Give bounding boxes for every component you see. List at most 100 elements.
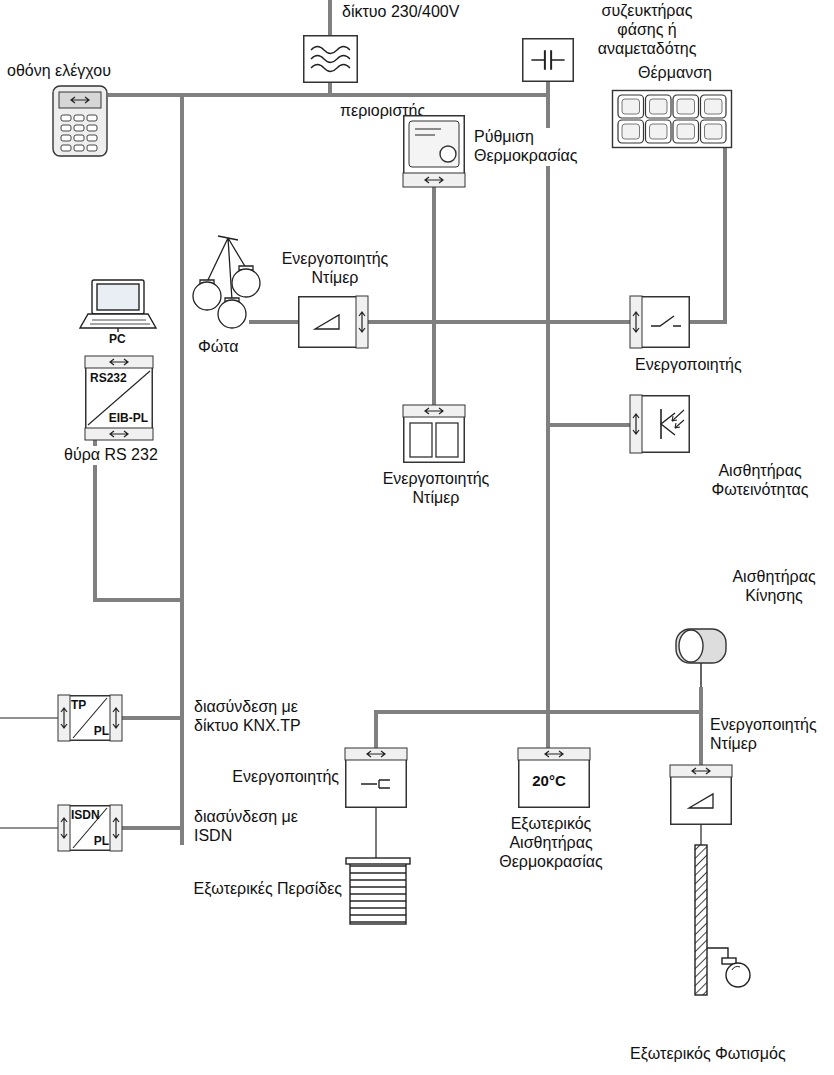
port-bar [110,805,122,851]
device-text: PL [94,724,109,738]
device-frame [299,297,368,348]
device-icon [403,405,465,463]
lightsensor-device: Αισθητήρας Φωτεινότητας [630,395,690,453]
arrow-symbol [61,708,67,728]
mains-wire [328,0,332,35]
device-symbol [315,315,339,329]
device-icon [345,748,407,808]
device-symbol [651,316,681,326]
button-device: Ενεργοποιητής Ντίμερ [403,405,465,463]
device-icon [613,91,732,148]
heater-cell [701,95,727,118]
bus-line [690,148,725,322]
arrow-symbol [61,818,67,838]
iface-device: TPPLδιασύνδεση με δίκτυο KNX.TP [58,695,122,741]
bus-line [330,82,548,95]
iface-device: ISDNPLδιασύνδεση με ISDN [58,805,122,851]
device-symbol [361,780,390,788]
heater-cell [673,120,699,143]
temp-device: 20°CΕξωτερικός Αισθητήρας Θερμοκρασίας [518,748,590,808]
port-bar [403,173,465,187]
heater-device: Θέρμανση [612,90,732,148]
arrow-symbol [71,97,89,103]
key [74,125,84,131]
device-icon [630,395,690,453]
free-label: δίκτυο 230/400V [340,3,461,22]
port-bar [356,296,368,348]
device-label: οθόνη ελέγχου [5,62,113,81]
device-frame [86,357,153,440]
port-bar [345,748,407,760]
display-body [53,86,107,156]
device-frame [631,297,690,348]
port-bar [670,765,732,777]
arrow-symbol [633,312,639,332]
bus-line [376,687,701,748]
thermostat-knob [440,146,456,162]
device-icon [672,625,730,687]
lamps-illustration [232,269,260,297]
port-bar [85,356,153,368]
device-frame [631,396,690,453]
sensor-lens [679,630,703,662]
device-frame [346,749,407,808]
filter-device: περιοριστής [303,35,358,83]
pc-illustration [80,314,156,328]
rocker [436,423,458,457]
external-line [0,827,58,828]
free-label: Εξωτερικός Φωτισμός [628,1045,788,1064]
device-label: θύρα RS 232 [62,446,160,465]
key [61,115,71,121]
device-frame [404,116,465,187]
device-text: ISDN [71,808,100,822]
device-label: Θέρμανση [636,64,714,83]
device-icon [630,296,689,348]
device-icon [670,765,732,824]
lamp-wire [249,320,298,324]
arrow-symbol [113,818,119,838]
device-frame [59,696,122,741]
arrow-symbol [425,177,443,183]
arrow-symbol [545,751,563,757]
switch-device: Ενεργοποιητής [630,296,690,348]
display-screen [59,92,101,108]
port-bar [58,805,70,851]
key [61,125,71,131]
dimmer-device: Ενεργοποιητής Ντίμερ [298,296,368,348]
heater-cell [646,95,672,118]
device-symbol [311,65,350,72]
arrow-symbol [113,708,119,728]
motion-device: Αισθητήρας Κίνησης [672,625,730,687]
heater-cell [618,95,644,118]
device-label: διασύνδεση με δίκτυο KNX.TP [192,698,346,736]
heater-cell [650,99,668,114]
device-label: Αισθητήρας Κίνησης [716,568,832,606]
pc-illustration [80,280,156,332]
arrow-symbol [425,408,443,414]
device-icon [345,748,407,807]
port-bar [630,395,642,453]
device-label: Ενεργοποιητής Ντίμερ [263,250,407,288]
device-symbol [689,794,713,808]
rocker [410,423,432,457]
blind-device: Ενεργοποιητής [345,748,407,808]
thermostat-face [409,121,459,167]
bus-line [546,82,550,748]
key [87,125,97,131]
key [87,135,97,141]
heater-cell [677,99,695,114]
key [74,145,84,151]
pc-illustration [92,280,144,314]
device-symbol [672,410,684,428]
device-icon [58,695,122,741]
lamps-illustration [193,236,260,328]
device-symbol [672,416,680,428]
device-frame [304,36,358,83]
port-bar [110,695,122,741]
device-icon [303,35,358,83]
key [61,145,71,151]
device-icon [518,748,590,807]
device-text: RS232 [90,371,127,439]
thermo-device: Ρύθμιση Θερμοκρασίας [403,115,465,187]
external-line [700,825,701,845]
